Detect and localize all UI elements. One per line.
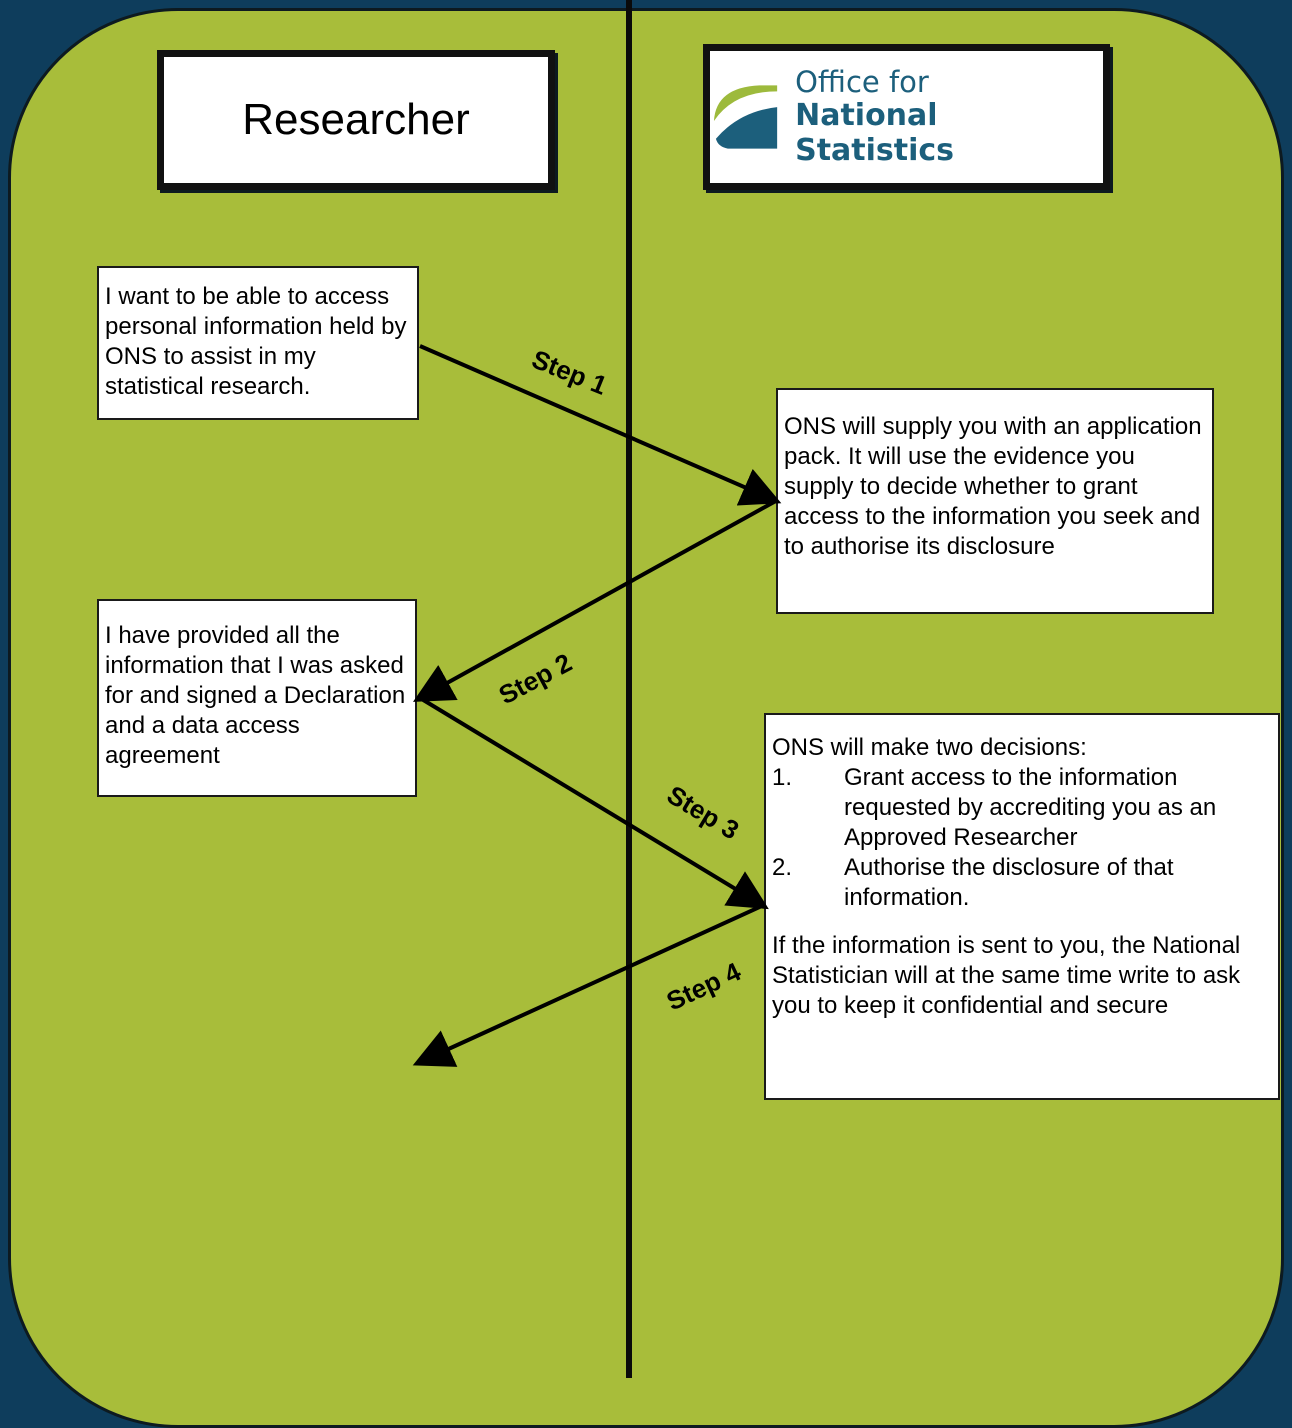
step-2-arrow xyxy=(413,500,775,702)
ons-logo-line2: National Statistics xyxy=(795,98,955,168)
decision-item: 2. Authorise the disclosure of that info… xyxy=(772,853,1272,913)
step-4-arrow xyxy=(412,903,765,1067)
ons-logo-mark-icon xyxy=(713,85,778,149)
decision-text: Authorise the disclosure of that informa… xyxy=(844,854,1174,911)
decision-item: 1. Grant access to the information reque… xyxy=(772,763,1272,853)
request-text: I want to be able to access personal inf… xyxy=(105,283,407,400)
step-1-arrow xyxy=(419,344,782,506)
researcher-declaration-box: I have provided all the information that… xyxy=(97,599,417,797)
researcher-label: Researcher xyxy=(242,95,470,144)
ons-logo-line1: Office for xyxy=(795,64,929,99)
decision-text: Grant access to the information requeste… xyxy=(844,764,1217,851)
decision-number: 1. xyxy=(772,764,793,791)
step-1-label: Step 1 xyxy=(528,344,612,401)
application-text: ONS will supply you with an application … xyxy=(784,413,1202,560)
researcher-header: Researcher xyxy=(157,50,555,190)
decisions-intro: ONS will make two decisions: xyxy=(772,734,1087,761)
researcher-request-box: I want to be able to access personal inf… xyxy=(97,266,419,420)
step-3-label: Step 3 xyxy=(662,779,744,845)
decisions-closing: If the information is sent to you, the N… xyxy=(772,932,1241,1019)
ons-logo-text: Office for National Statistics xyxy=(795,64,1103,168)
step-4-label: Step 4 xyxy=(662,956,746,1016)
step-arrows: Step 1 Step 2 Step 3 Step 4 xyxy=(412,344,782,1067)
decision-number: 2. xyxy=(772,854,793,881)
step-2-label: Step 2 xyxy=(494,647,577,710)
step-3-arrow xyxy=(418,696,769,910)
lane-divider xyxy=(626,0,632,1378)
ons-application-box: ONS will supply you with an application … xyxy=(776,388,1214,614)
ons-logo: Office for National Statistics xyxy=(703,44,1110,190)
ons-decisions-box: ONS will make two decisions: 1. Grant ac… xyxy=(764,713,1280,1100)
declaration-text: I have provided all the information that… xyxy=(105,622,406,769)
